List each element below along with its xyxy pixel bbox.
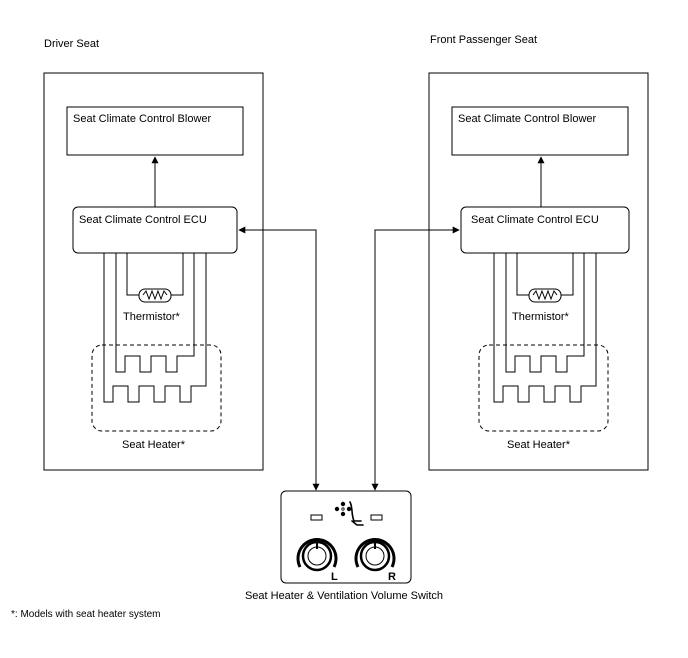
passenger-heater-label: Seat Heater* (507, 439, 571, 451)
volume-switch-panel: L R (280, 490, 412, 584)
passenger-ecu-label: Seat Climate Control ECU (471, 214, 599, 226)
driver-thermistor-wiring (126, 253, 184, 296)
driver-heater-outer-loop (103, 253, 207, 403)
left-indicator-lamp (310, 514, 323, 521)
driver-heater-inner-loop (115, 253, 195, 373)
driver-blower-label: Seat Climate Control Blower (73, 113, 212, 125)
passenger-seat-title: Front Passenger Seat (430, 34, 537, 46)
driver-thermistor-zigzag (142, 289, 168, 301)
passenger-thermistor-wiring (516, 253, 574, 296)
driver-seat-group: Driver Seat Seat Climate Control Blower … (43, 38, 264, 471)
driver-heater-label: Seat Heater* (122, 439, 186, 451)
right-indicator-lamp (370, 514, 383, 521)
driver-seat-title: Driver Seat (44, 38, 99, 50)
passenger-blower-label: Seat Climate Control Blower (458, 113, 597, 125)
right-knob-letter: R (388, 571, 396, 583)
passenger-thermistor-zigzag (532, 289, 558, 301)
driver-ecu-label: Seat Climate Control ECU (79, 214, 207, 226)
driver-heater-boundary (91, 344, 222, 432)
driver-blower-box (66, 106, 244, 156)
passenger-ecu-switch-connection (371, 226, 460, 491)
passenger-heater-inner-loop (505, 253, 585, 373)
passenger-blower-box (451, 106, 629, 156)
driver-thermistor-label: Thermistor* (123, 311, 181, 323)
left-knob-letter: L (331, 571, 338, 583)
driver-ecu-switch-connection (238, 226, 320, 491)
right-knob[interactable] (354, 538, 396, 572)
seat-fan-icon (334, 501, 364, 526)
passenger-heater-boundary (478, 344, 609, 432)
left-knob[interactable] (296, 538, 338, 572)
passenger-heater-outer-loop (493, 253, 597, 403)
driver-ecu-box (72, 206, 238, 254)
switch-panel-frame (280, 490, 412, 584)
footnote: *: Models with seat heater system (11, 609, 161, 620)
passenger-seat-group: Front Passenger Seat Seat Climate Contro… (428, 34, 649, 471)
passenger-thermistor-label: Thermistor* (512, 311, 570, 323)
passenger-ecu-box (460, 206, 630, 254)
switch-caption: Seat Heater & Ventilation Volume Switch (245, 590, 443, 602)
